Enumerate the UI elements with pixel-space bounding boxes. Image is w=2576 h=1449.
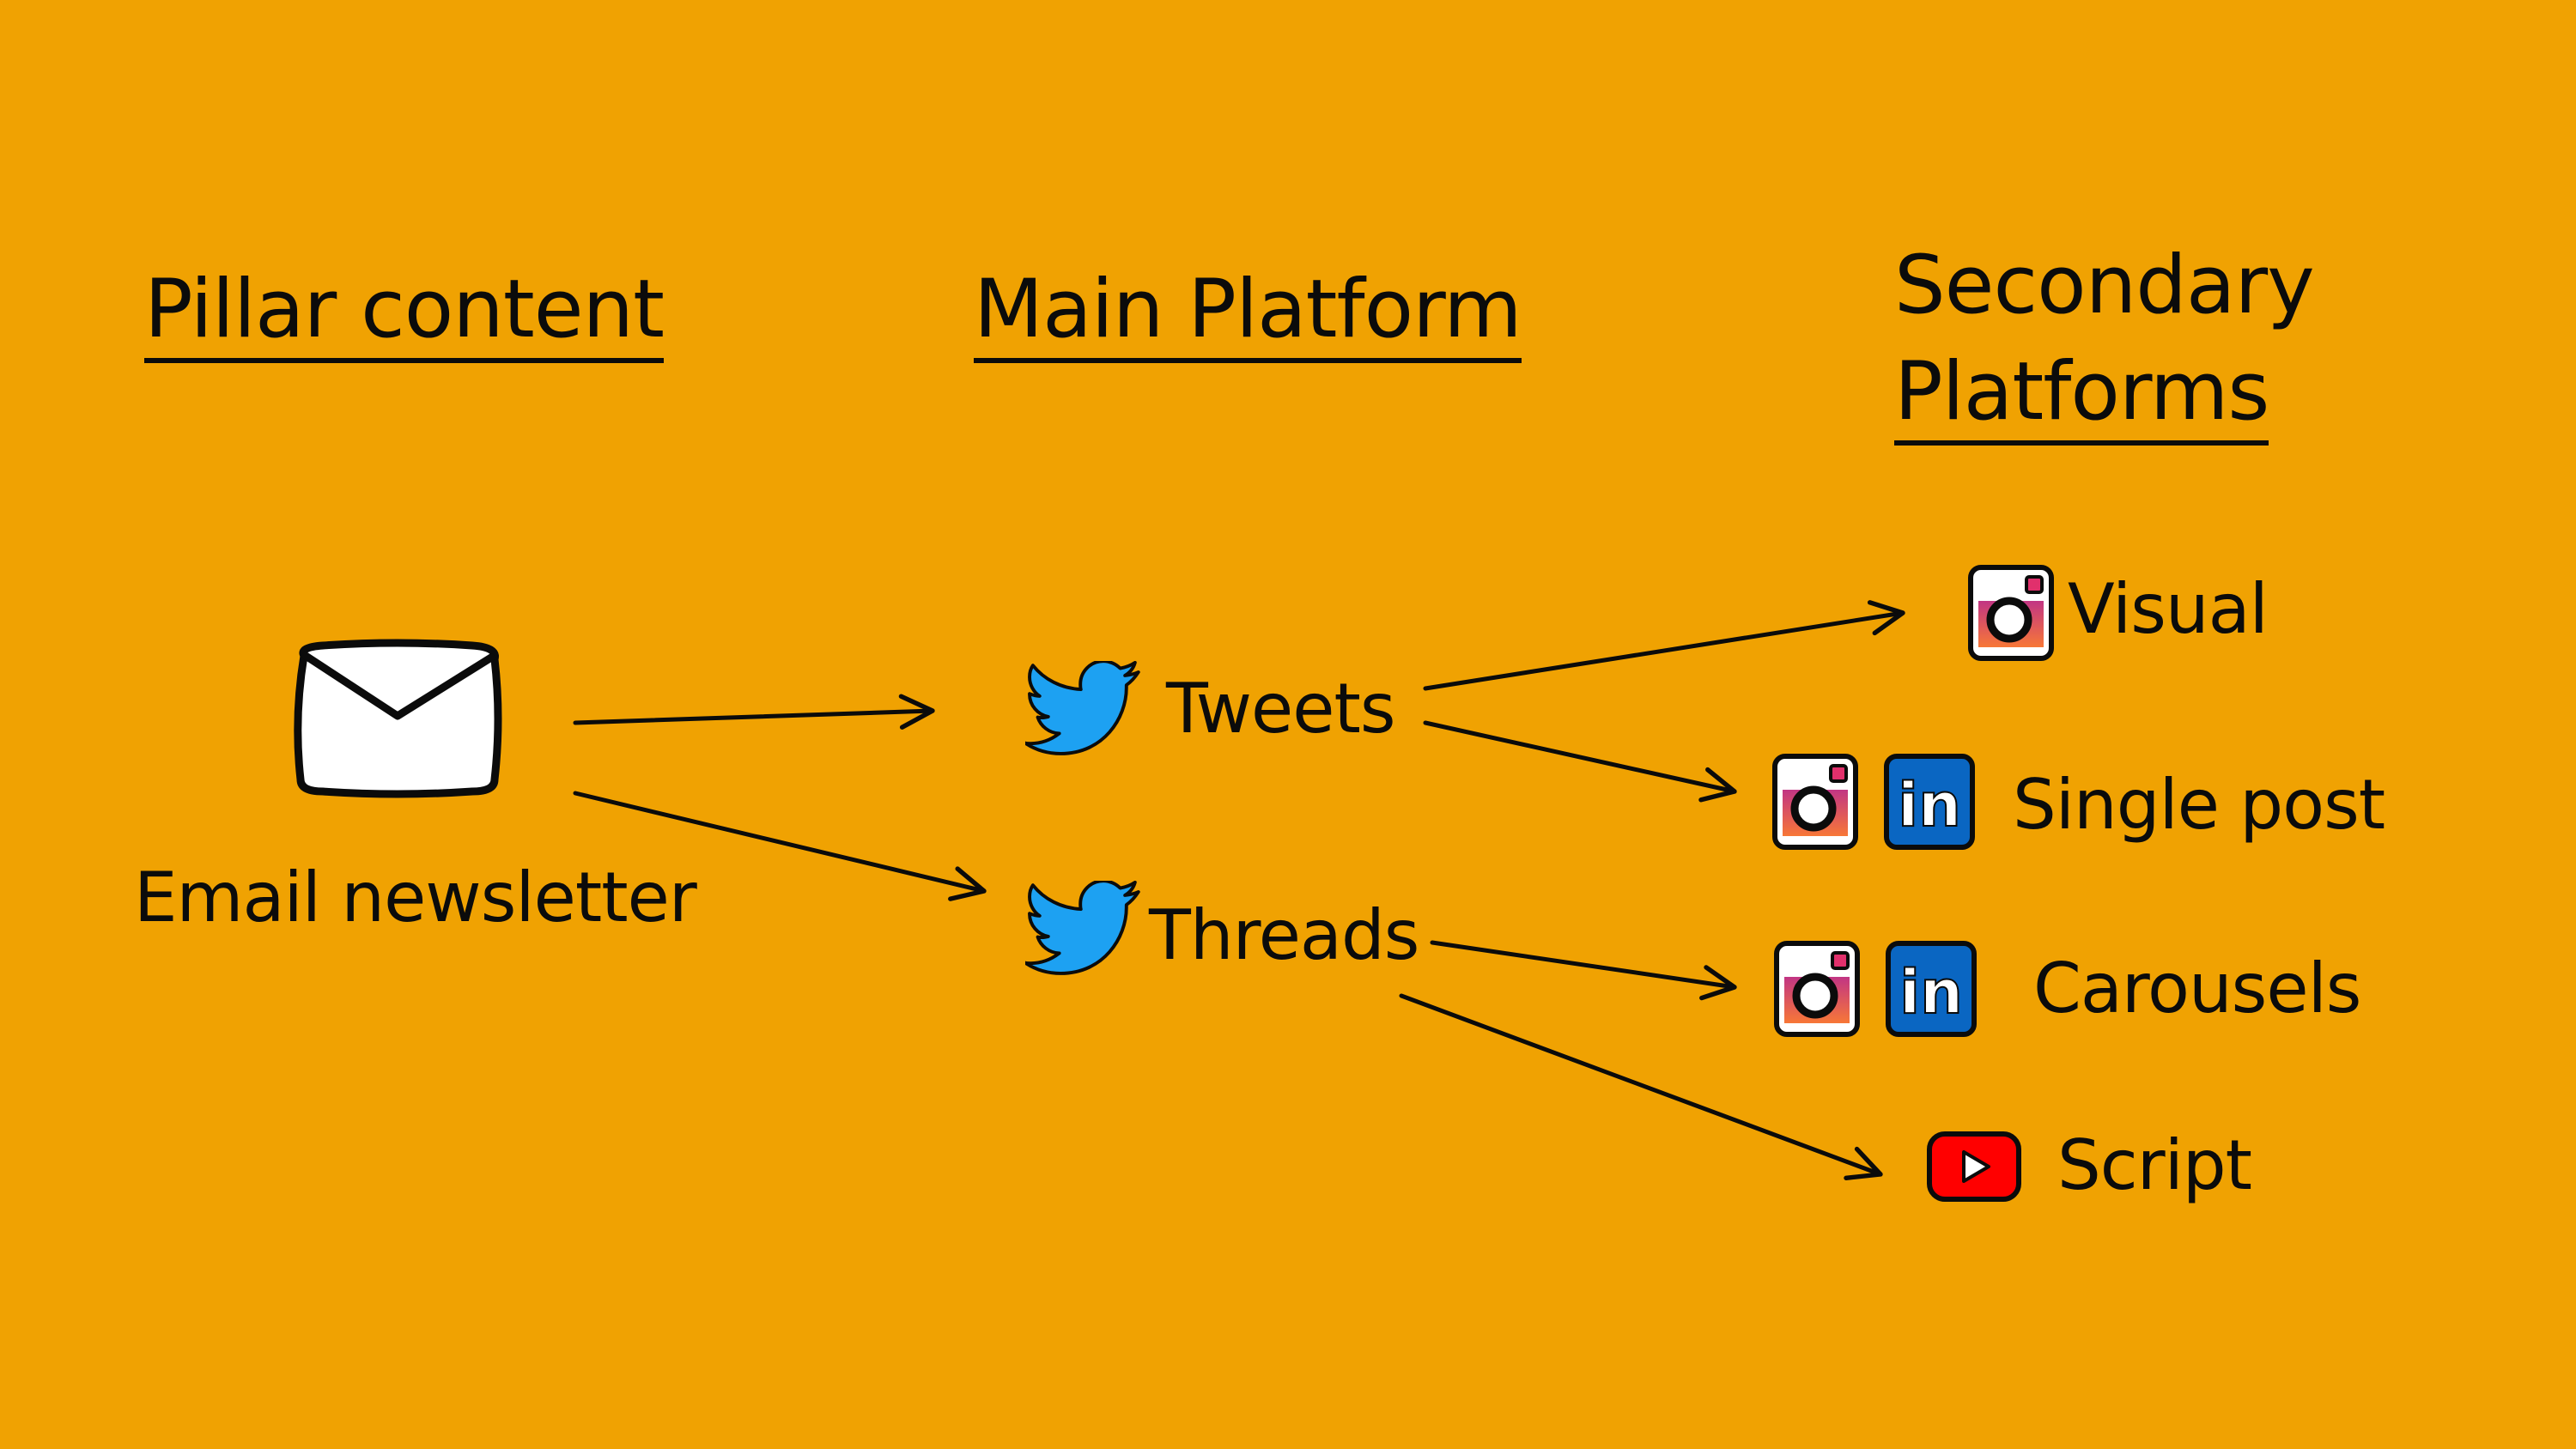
pillar-content-heading: Pillar content	[144, 258, 665, 363]
secondary-platforms-heading-line1: Secondary	[1894, 239, 2315, 332]
secondary-platforms-heading-2: Platforms	[1894, 340, 2269, 446]
secondary-platforms-heading-line2: Platforms	[1894, 344, 2269, 446]
edge-threads-to-script	[1399, 993, 1883, 1180]
envelope-icon	[294, 639, 502, 798]
twitter-icon-threads	[1025, 881, 1140, 975]
secondary-platforms-heading: Secondary	[1894, 233, 2315, 338]
visual-label: Visual	[2068, 569, 2269, 649]
single-post-label: Single post	[2013, 765, 2385, 845]
script-label: Script	[2057, 1125, 2252, 1205]
main-platform-heading-text: Main Platform	[974, 262, 1522, 363]
pillar-content-heading-text: Pillar content	[144, 262, 665, 363]
edge-email-to-tweets	[573, 694, 935, 730]
main-platform-heading: Main Platform	[974, 258, 1522, 363]
edge-tweets-to-visual	[1423, 600, 1905, 691]
carousels-label: Carousels	[2033, 949, 2361, 1028]
edge-email-to-threads	[573, 791, 987, 901]
threads-label: Threads	[1149, 895, 1419, 975]
tweets-label: Tweets	[1166, 669, 1396, 749]
instagram-icon-visual	[1968, 565, 2054, 661]
svg-text:in: in	[1899, 957, 1963, 1028]
twitter-icon-tweets	[1025, 661, 1140, 755]
email-newsletter-label: Email newsletter	[134, 858, 697, 937]
svg-text:in: in	[1898, 770, 1961, 840]
edge-threads-to-carousels	[1430, 940, 1737, 1001]
instagram-icon-carousels	[1774, 941, 1860, 1037]
linkedin-icon-carousels: in	[1886, 941, 1977, 1037]
instagram-icon-single-post	[1772, 754, 1858, 850]
edge-tweets-to-single-post	[1423, 720, 1737, 803]
linkedin-icon-single-post: in	[1884, 754, 1975, 850]
youtube-icon-script	[1927, 1131, 2021, 1202]
